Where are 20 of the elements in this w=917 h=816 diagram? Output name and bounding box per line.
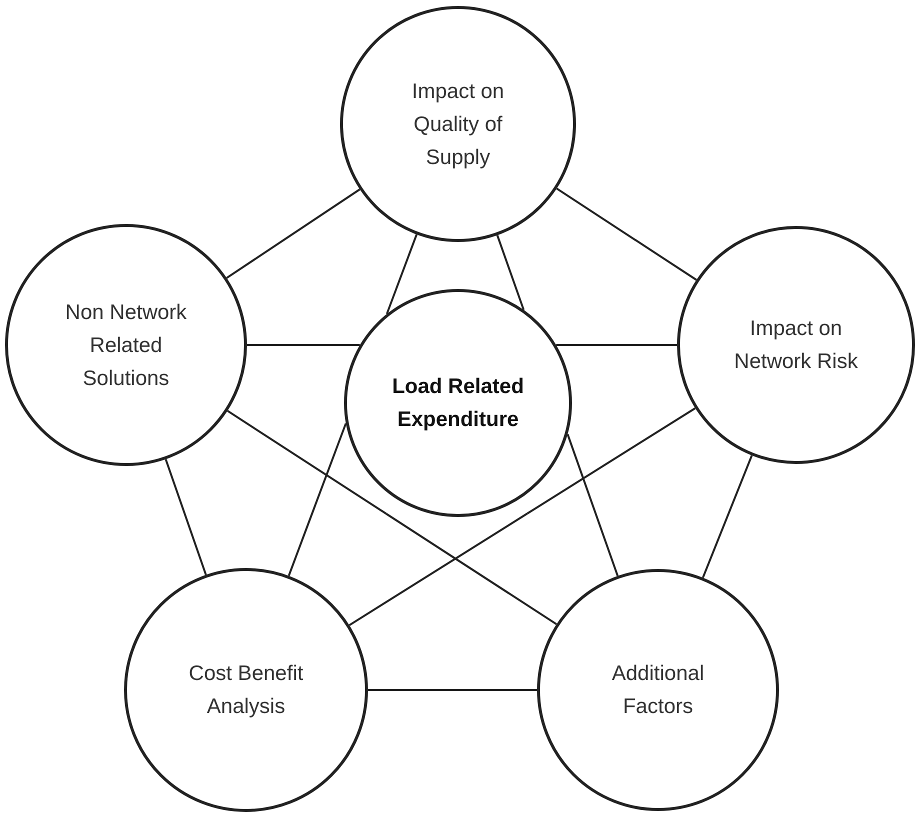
connector-line	[556, 344, 677, 346]
connector-line	[368, 689, 537, 691]
circle-label: Load Related Expenditure	[391, 374, 525, 433]
connector-line	[556, 188, 697, 281]
connector-line	[566, 434, 619, 576]
connector-line	[164, 458, 207, 576]
connector-line	[226, 410, 387, 515]
circle-label: Cost Benefit Analysis	[188, 661, 304, 720]
connector-line	[526, 407, 696, 514]
circle-label: Additional Factors	[610, 661, 706, 720]
connector-line	[348, 512, 528, 626]
connector-line	[386, 512, 558, 625]
circle-label: Non Network Related Solutions	[64, 300, 188, 392]
connector-line	[702, 455, 753, 578]
connector-line	[226, 188, 360, 279]
connector-line	[386, 234, 418, 314]
circle-label: Impact on Quality of Supply	[410, 78, 506, 170]
circle-label: Impact on Network Risk	[733, 316, 859, 375]
connector-line	[247, 344, 360, 346]
connector-line	[496, 234, 525, 310]
